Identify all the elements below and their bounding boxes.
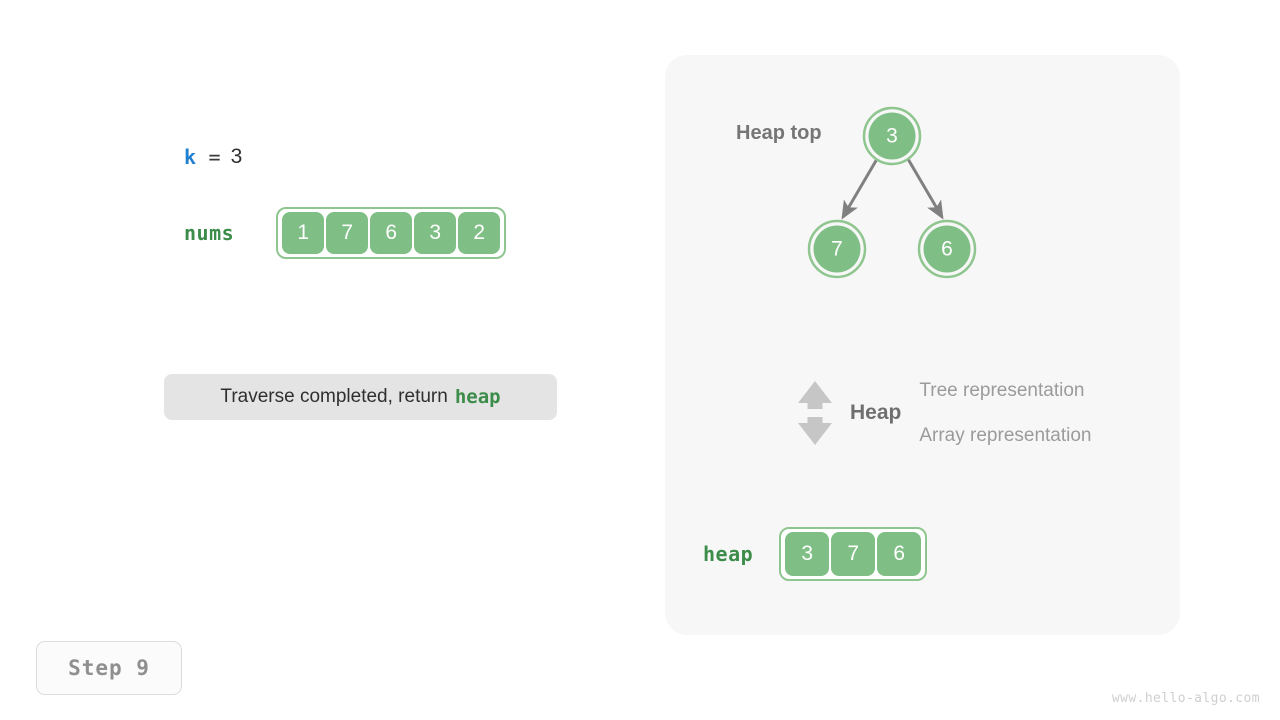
heap-cell: 3	[785, 532, 830, 576]
variable-heap-row: heap 3 7 6	[703, 527, 928, 581]
watermark: www.hello-algo.com	[1111, 691, 1260, 706]
nums-array: 1 7 6 3 2	[276, 207, 507, 259]
tree-node-value: 7	[831, 238, 843, 261]
tree-node-root: 3	[862, 106, 922, 166]
variable-nums-row: nums 1 7 6 3 2	[184, 207, 507, 259]
double-arrow-vertical-icon	[798, 381, 832, 445]
variable-k-label: k	[184, 145, 197, 169]
nums-cell: 7	[326, 212, 369, 254]
legend-line-array: Array representation	[919, 425, 1092, 446]
variable-heap-label: heap	[703, 542, 754, 566]
legend-line-tree: Tree representation	[919, 380, 1085, 401]
legend-lines: Tree representation Array representation	[919, 368, 1091, 458]
heap-top-label: Heap top	[736, 122, 822, 144]
nums-cell: 2	[458, 212, 501, 254]
step-badge: Step 9	[36, 641, 182, 695]
tree-edge-3-to-6	[906, 158, 944, 220]
tree-node-value: 3	[886, 125, 898, 148]
step-badge-label: Step 9	[68, 656, 150, 680]
heap-tree-diagram: 3 7 6	[807, 106, 977, 279]
status-message-text: Traverse completed, return	[220, 386, 448, 407]
legend-heap-title: Heap	[850, 401, 902, 424]
nums-cell: 6	[370, 212, 413, 254]
representation-legend: Heap Tree representation Array represent…	[794, 368, 1092, 458]
equals-sign: =	[208, 145, 221, 169]
status-message-highlight: heap	[454, 386, 501, 408]
variable-k-value: 3	[230, 145, 243, 168]
heap-cell: 7	[831, 532, 876, 576]
variable-k-row: k = 3	[184, 145, 242, 169]
variable-nums-label: nums	[184, 221, 235, 245]
tree-node-left-child: 7	[807, 219, 867, 279]
heap-array: 3 7 6	[779, 527, 928, 581]
nums-cell: 1	[282, 212, 325, 254]
tree-node-value: 6	[941, 238, 953, 261]
tree-node-right-child: 6	[917, 219, 977, 279]
nums-cell: 3	[414, 212, 457, 254]
heap-cell: 6	[877, 532, 922, 576]
tree-edge-3-to-7	[841, 158, 879, 220]
status-message-box: Traverse completed, return heap	[164, 374, 557, 420]
